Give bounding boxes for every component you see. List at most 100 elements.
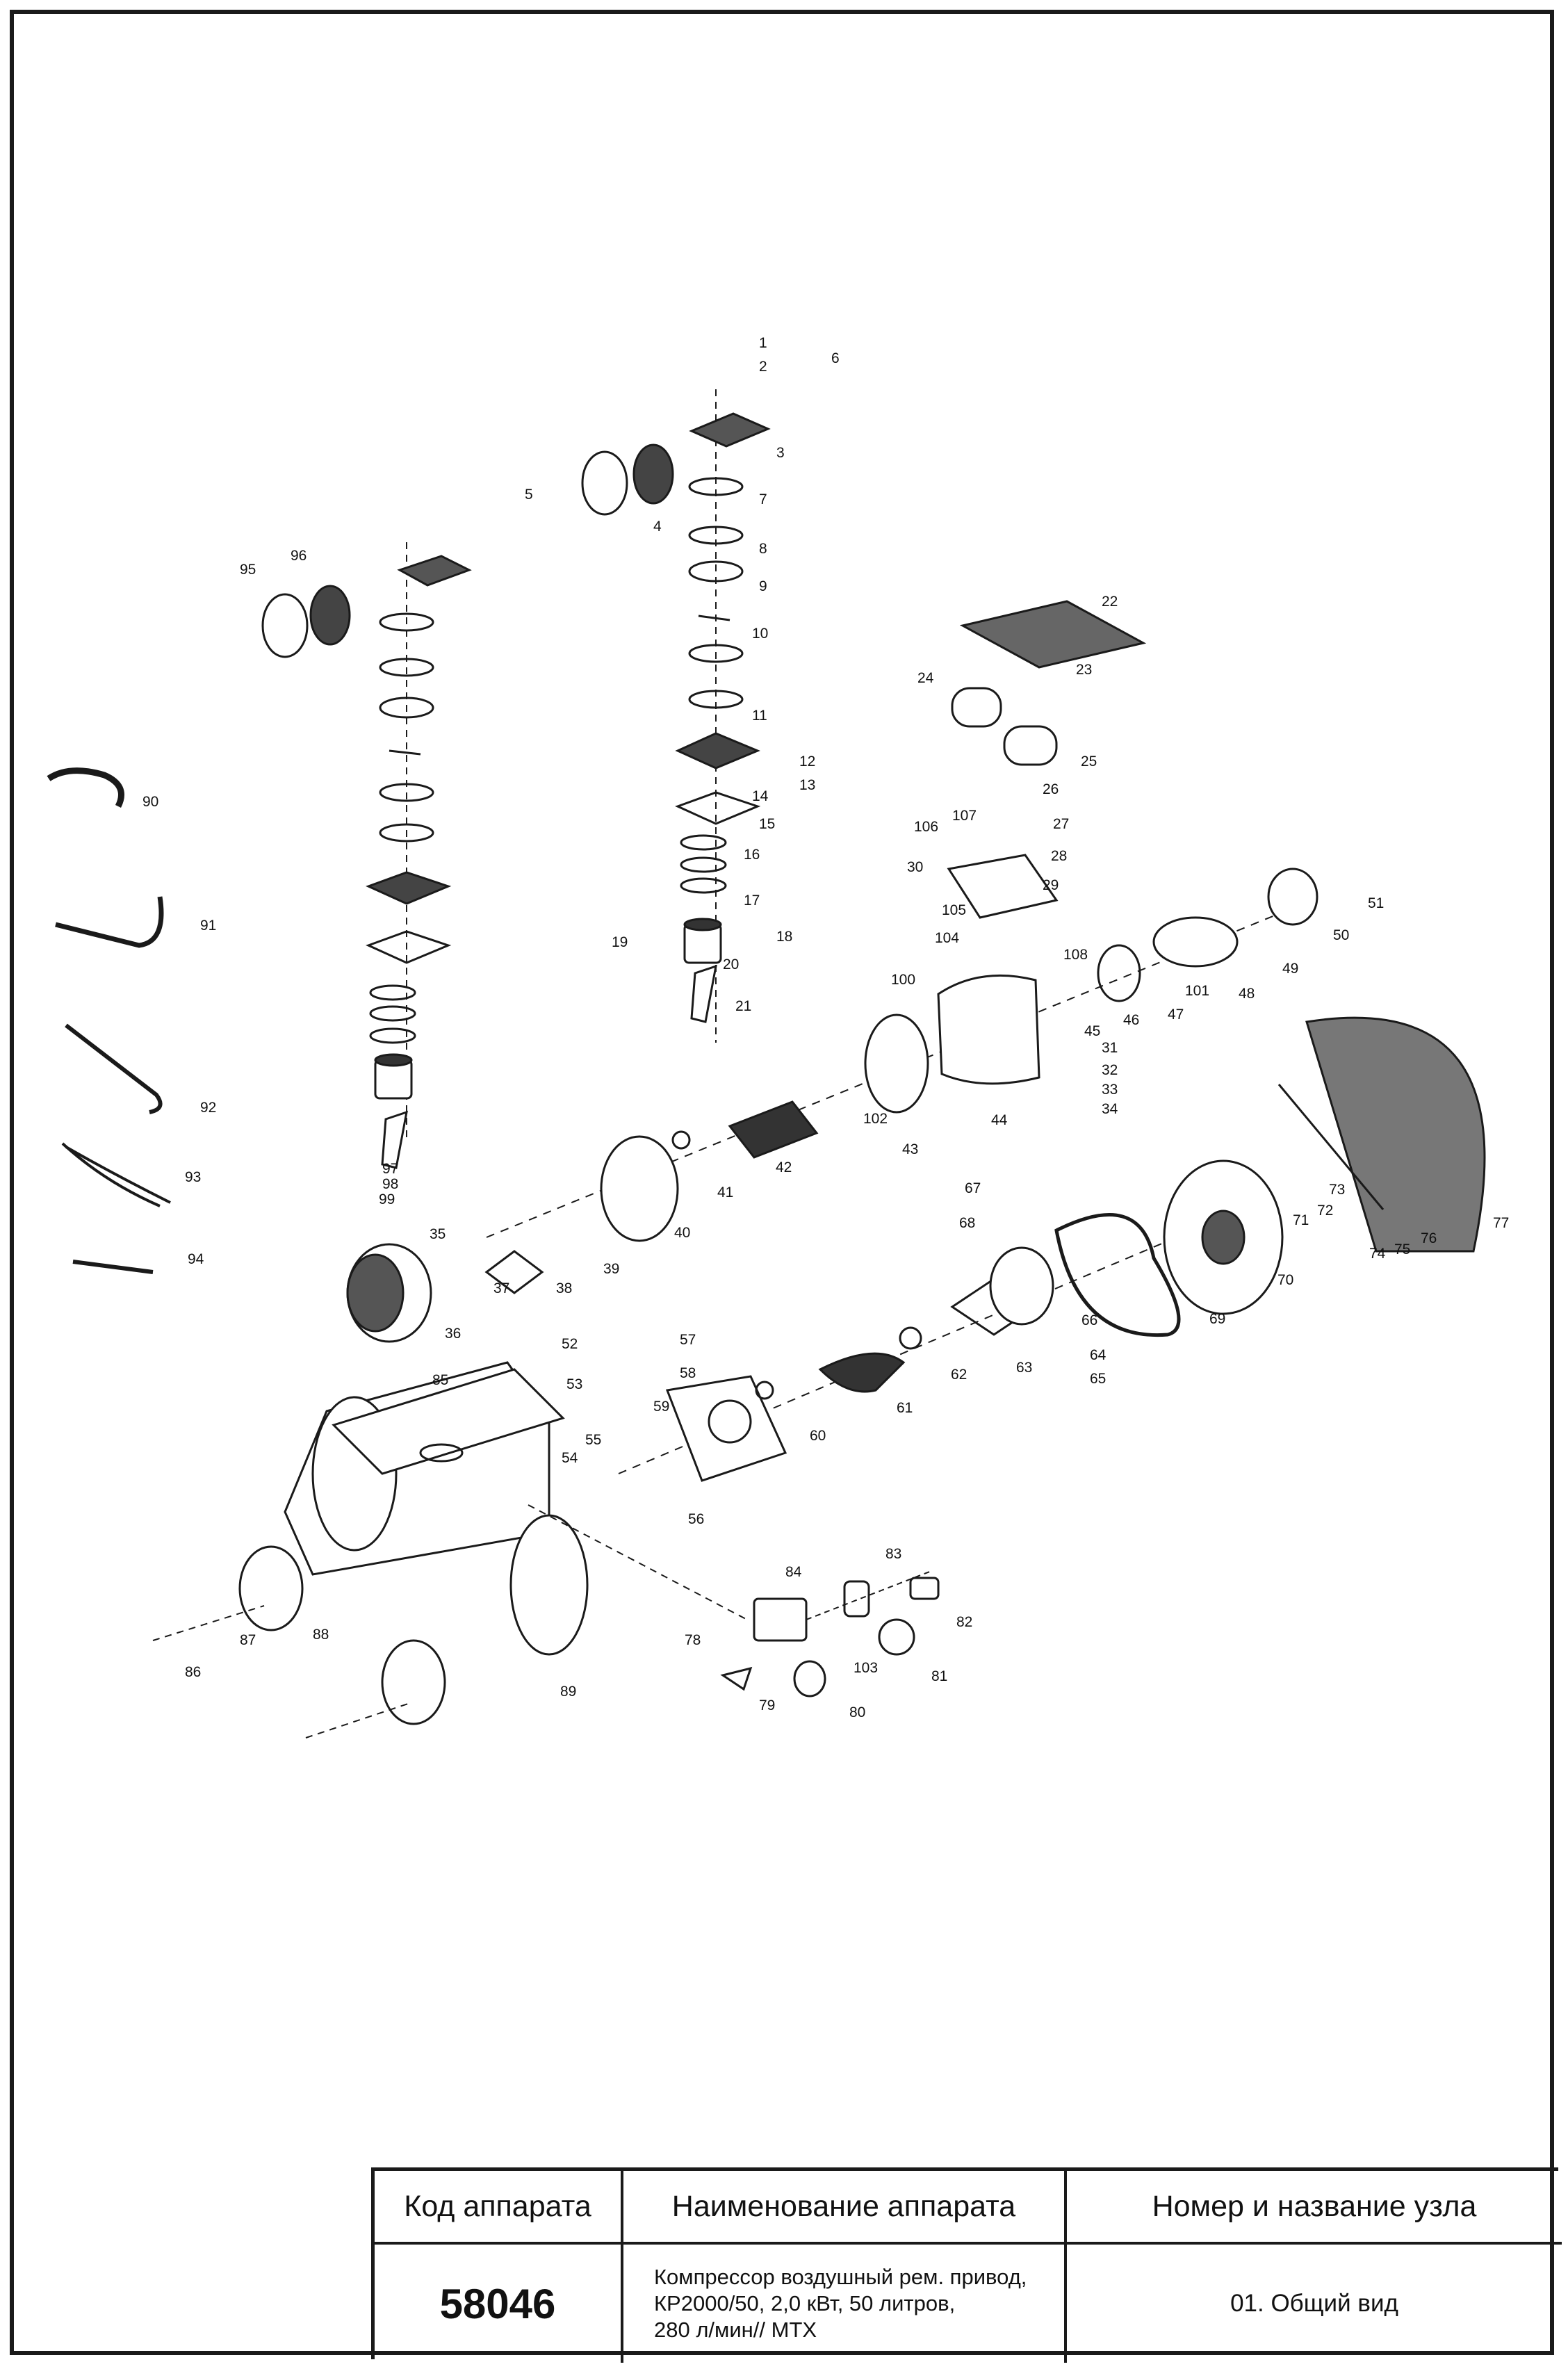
part-label: 70 <box>1277 1272 1293 1288</box>
part-label: 29 <box>1043 877 1059 893</box>
part-label: 102 <box>863 1111 888 1127</box>
unit-value: 01. Общий вид <box>1230 2290 1398 2317</box>
part-label: 15 <box>759 816 775 832</box>
part-label: 21 <box>735 998 751 1014</box>
part-label: 6 <box>831 350 840 366</box>
part-label: 47 <box>1168 1007 1184 1023</box>
part-label: 35 <box>430 1226 446 1242</box>
part-label: 98 <box>382 1176 398 1192</box>
drawing-frame <box>10 10 1554 2355</box>
part-label: 30 <box>907 859 923 875</box>
unit-header: Номер и название узла <box>1067 2171 1562 2245</box>
part-label: 27 <box>1053 816 1069 832</box>
part-label: 76 <box>1421 1230 1437 1246</box>
part-label: 79 <box>759 1698 775 1713</box>
part-label: 108 <box>1063 947 1088 963</box>
part-label: 43 <box>902 1141 918 1157</box>
part-label: 44 <box>991 1112 1008 1128</box>
part-label: 107 <box>952 808 977 824</box>
part-label: 61 <box>897 1400 913 1416</box>
code-header: Код аппарата <box>375 2171 623 2245</box>
part-label: 77 <box>1493 1215 1509 1231</box>
part-label: 54 <box>562 1450 578 1466</box>
part-label: 59 <box>653 1399 669 1415</box>
part-label: 92 <box>200 1100 216 1116</box>
part-label: 83 <box>885 1546 901 1562</box>
part-label: 13 <box>799 777 815 793</box>
part-label: 50 <box>1333 927 1349 943</box>
part-label: 78 <box>685 1632 701 1648</box>
part-label: 34 <box>1102 1101 1118 1117</box>
part-label: 84 <box>785 1564 802 1580</box>
part-label: 10 <box>752 626 768 642</box>
part-label: 60 <box>810 1428 826 1444</box>
part-label: 18 <box>776 929 792 945</box>
part-label: 93 <box>185 1169 201 1185</box>
name-value: Компрессор воздушный рем. привод, КР2000… <box>623 2245 1067 2363</box>
part-label: 67 <box>965 1180 981 1196</box>
part-number-labels: 1 2 3 4 5 6 7 8 9 10 11 12 13 14 15 16 1… <box>142 335 1509 1720</box>
part-label: 65 <box>1090 1371 1106 1387</box>
pressure-switch-assembly <box>720 1570 940 1698</box>
part-label: 101 <box>1185 983 1209 999</box>
belt-guard <box>1277 1016 1486 1253</box>
part-label: 37 <box>493 1280 509 1296</box>
part-label: 42 <box>776 1159 792 1175</box>
part-label: 87 <box>240 1632 256 1648</box>
part-label: 99 <box>379 1191 395 1207</box>
part-label: 64 <box>1090 1347 1106 1363</box>
hoses-and-cables <box>47 767 171 1274</box>
part-label: 69 <box>1209 1311 1225 1327</box>
part-label: 7 <box>759 491 767 507</box>
part-label: 96 <box>291 548 307 564</box>
part-label: 49 <box>1282 961 1298 977</box>
part-label: 63 <box>1016 1360 1032 1376</box>
part-label: 51 <box>1368 895 1384 911</box>
part-label: 1 <box>759 335 767 351</box>
part-label: 16 <box>744 847 760 863</box>
part-label: 103 <box>854 1660 878 1676</box>
part-label: 75 <box>1394 1242 1410 1257</box>
part-label: 45 <box>1084 1023 1100 1039</box>
part-label: 97 <box>382 1161 398 1177</box>
part-label: 85 <box>432 1372 448 1388</box>
receiver-tank <box>152 1361 748 1739</box>
part-label: 40 <box>674 1225 690 1241</box>
part-label: 72 <box>1317 1203 1333 1219</box>
part-label: 2 <box>759 359 767 375</box>
part-label: 5 <box>525 487 533 503</box>
part-label: 66 <box>1081 1312 1097 1328</box>
part-label: 24 <box>917 670 934 686</box>
part-label: 23 <box>1076 662 1092 678</box>
part-label: 48 <box>1239 986 1255 1002</box>
part-label: 53 <box>566 1376 582 1392</box>
part-label: 71 <box>1293 1212 1309 1228</box>
part-label: 89 <box>560 1684 576 1700</box>
part-label: 104 <box>935 930 959 946</box>
part-label: 25 <box>1081 754 1097 770</box>
name-header: Наименование аппарата <box>623 2171 1067 2245</box>
part-label: 33 <box>1102 1082 1118 1098</box>
part-label: 3 <box>776 445 785 461</box>
part-label: 55 <box>585 1432 601 1448</box>
part-label: 105 <box>942 902 966 918</box>
part-label: 82 <box>956 1614 972 1630</box>
part-label: 19 <box>612 934 628 950</box>
part-label: 31 <box>1102 1040 1118 1056</box>
code-value: 58046 <box>375 2245 623 2363</box>
part-label: 56 <box>688 1511 704 1527</box>
part-label: 9 <box>759 578 767 594</box>
part-label: 81 <box>931 1668 947 1684</box>
right-cylinder-assembly <box>581 389 771 1043</box>
part-label: 36 <box>445 1326 461 1342</box>
part-label: 39 <box>603 1261 619 1277</box>
part-label: 73 <box>1329 1182 1345 1198</box>
part-label: 74 <box>1369 1246 1386 1262</box>
part-label: 62 <box>951 1367 967 1383</box>
part-label: 14 <box>752 788 769 804</box>
part-label: 86 <box>185 1664 201 1680</box>
part-label: 41 <box>717 1184 733 1200</box>
part-label: 90 <box>142 794 158 810</box>
